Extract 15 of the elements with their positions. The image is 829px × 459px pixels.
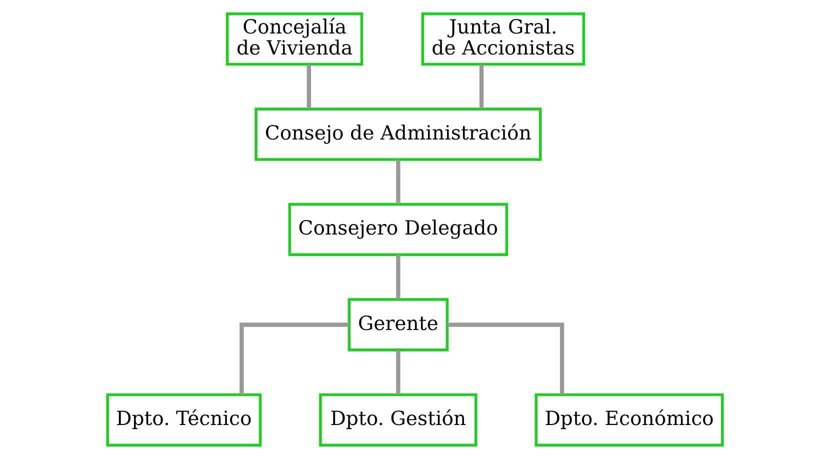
node-box: Junta Gral. de Accionistas [420, 12, 585, 66]
connector [446, 322, 564, 394]
connector [396, 255, 400, 300]
node-box: Concejalía de Vivienda [225, 12, 363, 66]
node-box: Dpto. Económico [534, 393, 724, 447]
node-box: Dpto. Técnico [106, 393, 262, 447]
connector [396, 350, 400, 394]
connector [306, 64, 311, 109]
connector [239, 322, 349, 394]
node-box: Gerente [347, 298, 448, 352]
connector [478, 64, 484, 109]
connector [396, 160, 400, 204]
node-box: Consejo de Administración [254, 108, 542, 161]
node-box: Consejero Delegado [288, 202, 508, 256]
node-box: Dpto. Gestión [318, 393, 477, 447]
